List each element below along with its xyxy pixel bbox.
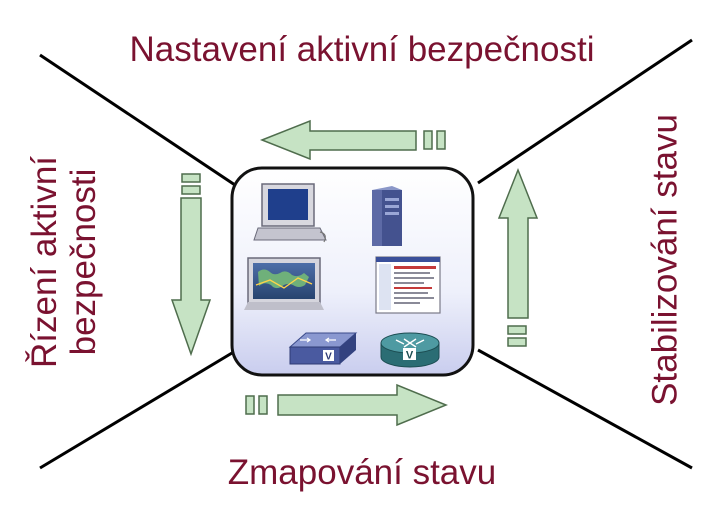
label-top: Nastavení aktivní bezpečnosti (129, 30, 595, 69)
label-bottom: Zmapování stavu (227, 453, 497, 492)
arrow-down (170, 173, 212, 357)
label-left-line2: bezpečnosti (64, 168, 103, 356)
divider-line-top-right (477, 38, 693, 185)
divider-line-top-left (39, 53, 236, 187)
svg-text:V: V (325, 352, 332, 363)
router-icon: V (380, 332, 440, 368)
world-map-monitor-icon (244, 257, 324, 310)
arrow-right (245, 383, 448, 427)
arrow-up (497, 167, 539, 347)
label-right: Stabilizování stavu (645, 114, 685, 406)
label-left-line1: Řízení aktivní (24, 155, 64, 369)
computer-monitor-icon (253, 183, 327, 243)
label-left: Řízení aktivní bezpečnosti (25, 156, 103, 368)
arrow-left (259, 119, 446, 161)
svg-text:V: V (406, 350, 414, 362)
divider-line-bottom-left (39, 348, 238, 470)
divider-line-bottom-right (477, 348, 693, 470)
switch-icon: V (288, 332, 358, 365)
server-tower-icon (372, 186, 402, 246)
document-window-icon (375, 256, 441, 314)
